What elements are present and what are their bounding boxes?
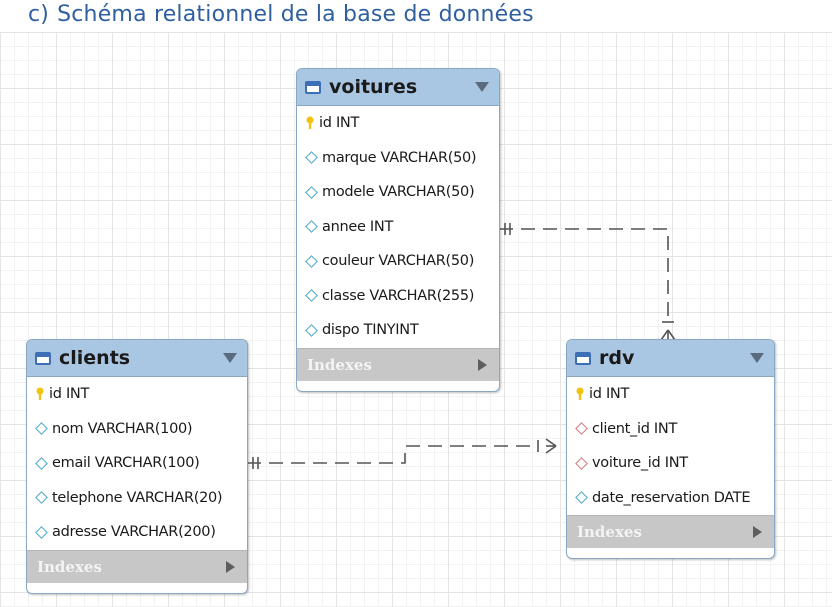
table-clients-columns: id INT nom VARCHAR(100) email VARCHAR(100)… — [27, 377, 247, 550]
column-diamond-icon — [35, 525, 48, 539]
indexes-label: Indexes — [307, 355, 372, 374]
column-row[interactable]: marque VARCHAR(50) — [297, 141, 499, 176]
column-row[interactable]: annee INT — [297, 210, 499, 245]
foreign-key-diamond-icon — [575, 422, 588, 436]
table-clients-name: clients — [59, 347, 131, 369]
column-diamond-icon — [305, 289, 318, 303]
column-diamond-icon — [305, 220, 318, 234]
table-clients-indexes[interactable]: Indexes — [27, 549, 247, 583]
column-row[interactable]: date_reservation DATE — [567, 481, 774, 516]
column-row[interactable]: dispo TINYINT — [297, 313, 499, 348]
column-row[interactable]: classe VARCHAR(255) — [297, 279, 499, 314]
column-diamond-icon — [305, 323, 318, 337]
column-label: date_reservation DATE — [592, 489, 751, 506]
column-label: dispo TINYINT — [322, 322, 419, 339]
column-label: couleur VARCHAR(50) — [322, 253, 475, 270]
column-diamond-icon — [575, 491, 588, 505]
section-heading: c) Schéma relationnel de la base de donné… — [28, 2, 534, 27]
table-voitures-columns: id INT marque VARCHAR(50) modele VARCHAR(5… — [297, 106, 499, 348]
section-number: c) — [28, 2, 50, 27]
column-label: telephone VARCHAR(20) — [52, 489, 223, 506]
column-row[interactable]: modele VARCHAR(50) — [297, 175, 499, 210]
indexes-label: Indexes — [577, 523, 642, 541]
column-row[interactable]: telephone VARCHAR(20) — [27, 481, 247, 516]
collapse-triangle-icon[interactable] — [750, 353, 764, 363]
column-label: modele VARCHAR(50) — [322, 184, 475, 201]
column-label: id INT — [49, 386, 90, 403]
column-row[interactable]: voiture_id INT — [567, 446, 774, 481]
column-label: annee INT — [322, 218, 393, 235]
column-label: marque VARCHAR(50) — [322, 149, 477, 166]
table-icon — [575, 351, 591, 365]
column-label: id INT — [589, 386, 630, 403]
column-row[interactable]: id INT — [567, 377, 774, 412]
column-label: adresse VARCHAR(200) — [52, 524, 216, 541]
column-label: id INT — [319, 115, 360, 132]
column-diamond-icon — [305, 151, 318, 165]
primary-key-icon — [36, 387, 44, 401]
column-row[interactable]: couleur VARCHAR(50) — [297, 244, 499, 279]
table-voitures-name: voitures — [329, 76, 418, 98]
column-diamond-icon — [305, 254, 318, 268]
table-rdv-columns: id INT client_id INT voiture_id INT date_re… — [567, 377, 774, 515]
column-label: email VARCHAR(100) — [52, 455, 200, 472]
table-rdv-name: rdv — [599, 347, 635, 369]
primary-key-icon — [306, 116, 314, 130]
table-rdv-indexes[interactable]: Indexes — [567, 515, 774, 548]
table-rdv-header[interactable]: rdv — [567, 340, 774, 377]
indexes-label: Indexes — [37, 557, 102, 576]
column-diamond-icon — [35, 422, 48, 436]
column-diamond-icon — [305, 185, 318, 199]
column-row[interactable]: id INT — [27, 377, 247, 412]
table-icon — [35, 351, 51, 365]
section-title: Schéma relationnel de la base de données — [57, 2, 534, 27]
table-clients[interactable]: clients id INT nom VARCHAR(100) email VARC… — [26, 339, 248, 594]
column-label: nom VARCHAR(100) — [52, 420, 193, 437]
column-label: client_id INT — [592, 420, 677, 437]
column-row[interactable]: id INT — [297, 106, 499, 141]
column-row[interactable]: client_id INT — [567, 412, 774, 447]
primary-key-icon — [576, 387, 584, 401]
column-row[interactable]: adresse VARCHAR(200) — [27, 515, 247, 550]
column-row[interactable]: nom VARCHAR(100) — [27, 412, 247, 447]
column-diamond-icon — [35, 491, 48, 505]
column-label: classe VARCHAR(255) — [322, 287, 475, 304]
table-voitures[interactable]: voitures id INT marque VARCHAR(50) modele … — [296, 68, 500, 392]
table-icon — [305, 80, 321, 94]
table-rdv[interactable]: rdv id INT client_id INT voiture_id INT dat… — [566, 339, 775, 559]
collapse-triangle-icon[interactable] — [475, 82, 489, 92]
table-voitures-indexes[interactable]: Indexes — [297, 347, 499, 381]
foreign-key-diamond-icon — [575, 456, 588, 470]
collapse-triangle-icon[interactable] — [223, 353, 237, 363]
expand-arrow-icon[interactable] — [753, 526, 762, 538]
expand-arrow-icon[interactable] — [478, 358, 487, 371]
column-diamond-icon — [35, 456, 48, 470]
column-row[interactable]: email VARCHAR(100) — [27, 446, 247, 481]
table-clients-header[interactable]: clients — [27, 340, 247, 377]
expand-arrow-icon[interactable] — [226, 560, 235, 573]
column-label: voiture_id INT — [592, 455, 688, 472]
table-voitures-header[interactable]: voitures — [297, 69, 499, 106]
